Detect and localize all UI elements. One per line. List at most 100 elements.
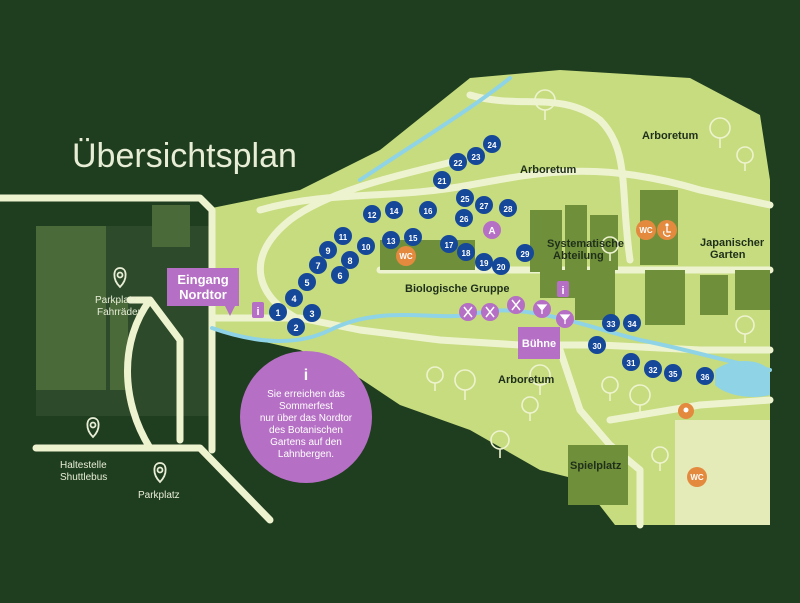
tree-icon (709, 117, 731, 148)
accessible-icon (657, 220, 677, 240)
wc-label: WC (399, 252, 413, 261)
food-icon (481, 303, 499, 321)
info-bubble-line: Sie erreichen das (267, 389, 345, 400)
marker-label: 11 (339, 233, 348, 242)
svg-text:i: i (256, 306, 259, 318)
map-marker-19[interactable]: 19 (475, 253, 493, 271)
map-marker-20[interactable]: 20 (492, 257, 510, 275)
marker-label: 33 (607, 320, 616, 329)
marker-label: 9 (325, 246, 330, 256)
entrance-box (167, 268, 239, 306)
area-label-systematic-line1: Systematische (547, 238, 624, 250)
map-marker-16[interactable]: 16 (419, 201, 437, 219)
marker-label: 18 (462, 249, 471, 258)
location-pin-icon (153, 462, 167, 484)
info-bubble: i Sie erreichen das Sommerfest nur über … (240, 351, 372, 483)
marker-label: 32 (649, 366, 658, 375)
map-marker-24[interactable]: 24 (483, 135, 501, 153)
marker-label: 10 (362, 243, 371, 252)
map-marker-30[interactable]: 30 (588, 336, 606, 354)
map-marker-36[interactable]: 36 (696, 367, 714, 385)
marker-label: 15 (409, 234, 418, 243)
map-marker-14[interactable]: 14 (385, 201, 403, 219)
area-labels: Arboretum Arboretum Arboretum Systematis… (405, 130, 765, 472)
map-marker-10[interactable]: 10 (357, 237, 375, 255)
wc-icon: WC (687, 467, 707, 487)
map-marker-9[interactable]: 9 (319, 241, 337, 259)
marker-label: 23 (472, 153, 481, 162)
map-marker-32[interactable]: 32 (644, 360, 662, 378)
area-a-marker: A (483, 221, 501, 239)
map-marker-1[interactable]: 1 (269, 303, 287, 321)
info-bubble-line: des Botanischen (269, 425, 343, 436)
tree-icon (651, 446, 669, 471)
map-marker-18[interactable]: 18 (457, 243, 475, 261)
svg-text:i: i (561, 285, 564, 297)
marker-label: 30 (593, 342, 602, 351)
map-marker-23[interactable]: 23 (467, 147, 485, 165)
numbered-markers: 1 2 3 4 5 6 7 8 9 10 11 12 13 14 15 16 1… (269, 135, 714, 385)
parking-car: Parkplatz (138, 490, 180, 501)
map-marker-33[interactable]: 33 (602, 314, 620, 332)
tree-icon (454, 369, 476, 400)
map-marker-7[interactable]: 7 (309, 256, 327, 274)
map-marker-28[interactable]: 28 (499, 199, 517, 217)
parking-bike-line1: Parkplatz (95, 295, 137, 306)
entrance-line2: Nordtor (179, 287, 227, 302)
stage-label: Bühne (522, 338, 556, 350)
map-marker-34[interactable]: 34 (623, 314, 641, 332)
parking-building (152, 205, 190, 247)
map-marker-3[interactable]: 3 (303, 304, 321, 322)
map-marker-21[interactable]: 21 (433, 171, 451, 189)
shuttle-line1: Haltestelle (60, 460, 107, 471)
area-label-japanese-line2: Garten (710, 249, 746, 261)
marker-label: 12 (368, 211, 377, 220)
tree-icon (490, 430, 510, 458)
marker-label: 35 (669, 370, 678, 379)
map-marker-17[interactable]: 17 (440, 235, 458, 253)
trees (426, 89, 755, 471)
wc-label: WC (690, 473, 704, 482)
marker-label: 34 (628, 320, 637, 329)
map-marker-12[interactable]: 12 (363, 205, 381, 223)
info-bubble-line: Lahnbergen. (278, 449, 334, 460)
stage-box (518, 327, 560, 359)
info-icon: i (557, 281, 569, 297)
map-marker-29[interactable]: 29 (516, 244, 534, 262)
map-marker-13[interactable]: 13 (382, 231, 400, 249)
map-marker-35[interactable]: 35 (664, 364, 682, 382)
marker-label: 2 (293, 323, 298, 333)
map-marker-25[interactable]: 25 (456, 189, 474, 207)
wc-label: WC (639, 226, 653, 235)
marker-label: 4 (291, 294, 296, 304)
marker-label: 21 (438, 177, 447, 186)
tree-icon (521, 396, 539, 421)
tree-icon (736, 146, 754, 171)
map-marker-15[interactable]: 15 (404, 228, 422, 246)
marker-label: 19 (480, 259, 489, 268)
parking-building (36, 226, 106, 390)
entrance-pointer (225, 306, 235, 316)
map-marker-8[interactable]: 8 (341, 251, 359, 269)
map-marker-26[interactable]: 26 (455, 209, 473, 227)
map-marker-27[interactable]: 27 (475, 196, 493, 214)
page-title: Übersichtsplan (72, 137, 297, 175)
map-marker-5[interactable]: 5 (298, 273, 316, 291)
map-marker-2[interactable]: 2 (287, 318, 305, 336)
marker-label: 31 (627, 359, 636, 368)
marker-label: 25 (461, 195, 470, 204)
map-marker-22[interactable]: 22 (449, 153, 467, 171)
marker-label: 8 (347, 256, 352, 266)
map-marker-4[interactable]: 4 (285, 289, 303, 307)
marker-label: 6 (337, 271, 342, 281)
info-icon: i (252, 302, 264, 318)
entrance-label: Eingang Nordtor (167, 268, 239, 316)
map-marker-11[interactable]: 11 (334, 227, 352, 245)
map-marker-6[interactable]: 6 (331, 266, 349, 284)
location-pin-icon (678, 403, 694, 419)
map-marker-31[interactable]: 31 (622, 353, 640, 371)
marker-label: 13 (387, 237, 396, 246)
marker-label: 27 (480, 202, 489, 211)
tree-icon (426, 366, 444, 391)
